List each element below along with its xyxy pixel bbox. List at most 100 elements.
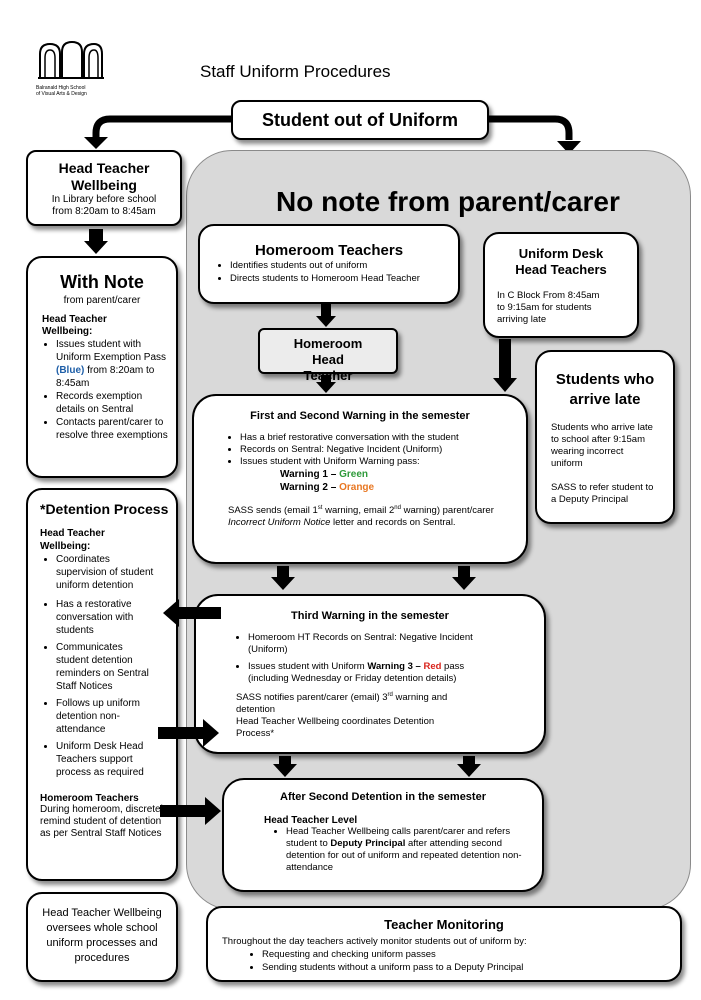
homeroom-teachers-title: Homeroom Teachers: [254, 242, 404, 259]
ht-wellbeing-line1: In Library before school: [51, 194, 157, 205]
list-item: Has a restorative conversation with stud…: [56, 598, 156, 637]
third-sass-text: SASS notifies parent/carer (email) 3rd w…: [236, 689, 464, 716]
with-note-subtitle: from parent/carer: [63, 295, 141, 306]
arrive-late-text1: Students who arrive late to school after…: [551, 422, 653, 469]
warning-1-color: Green: [339, 469, 368, 480]
list-item-text: after attending second detention for out…: [286, 838, 522, 873]
arrow-head-ht: [316, 382, 336, 393]
sass-text: warning and detention: [236, 692, 448, 716]
third-warning-title: Third Warning in the semester: [291, 610, 449, 622]
list-item-text: Issues student with Uniform Exemption Pa…: [56, 339, 167, 363]
detention-list: Coordinates supervision of student unifo…: [40, 553, 156, 779]
warning-3-color: Red: [423, 661, 442, 672]
list-item: Sending students without a uniform pass …: [262, 961, 680, 974]
list-item-text: Head Teacher Wellbeing calls parent/care…: [286, 826, 511, 849]
third-list: Homeroom HT Records on Sentral: Negative…: [232, 632, 484, 685]
detention-process-box: *Detention Process Head Teacher Wellbein…: [26, 488, 178, 881]
with-note-heading: Head Teacher Wellbeing:: [42, 314, 107, 337]
teacher-monitoring-title: Teacher Monitoring: [384, 917, 504, 932]
homeroom-teachers-text: During homeroom, discretely remind stude…: [40, 804, 168, 839]
ht-wellbeing-line2: from 8:20am to 8:45am: [52, 206, 156, 217]
uniform-desk-title: Uniform Desk Head Teachers: [515, 246, 607, 277]
arrive-late-box: Students who arrive late Students who ar…: [535, 350, 675, 524]
arrow-desk-to-first: [499, 339, 511, 379]
first-second-warning-box: First and Second Warning in the semester…: [192, 394, 528, 564]
list-item-text: Issues student with Uniform: [248, 661, 368, 672]
arrow-detention-to-third: [158, 719, 219, 747]
list-item: Issues student with Uniform Warning 3 – …: [248, 661, 484, 685]
arrow-head-third-left: [273, 764, 297, 777]
list-item: Follows up uniform detention non-attenda…: [56, 697, 156, 736]
list-item: Uniform Desk Head Teachers support proce…: [56, 740, 156, 779]
arrow-head-homeroom: [316, 316, 336, 327]
oversees-text: Head Teacher Wellbeing oversees whole sc…: [42, 907, 162, 964]
homeroom-head-teacher-box: Homeroom Head Teacher: [258, 328, 398, 383]
list-item: Records exemption details on Sentral: [56, 390, 168, 416]
arrive-late-title: Students who arrive late: [555, 371, 655, 408]
homeroom-teachers-heading: Homeroom Teachers: [40, 793, 139, 804]
list-item: Directs students to Homeroom Head Teache…: [230, 272, 458, 285]
deputy-principal-label: Deputy Principal: [330, 838, 406, 849]
arrive-late-text2: SASS to refer student to a Deputy Princi…: [551, 482, 654, 505]
ordinal-rd: rd: [387, 692, 393, 698]
teacher-monitoring-list: Requesting and checking uniform passes S…: [246, 948, 680, 974]
ordinal-st: st: [317, 505, 323, 511]
with-note-title: With Note: [60, 272, 144, 292]
first-second-sass-text: SASS sends (email 1st warning, email 2nd…: [228, 502, 508, 529]
third-warning-box: Third Warning in the semester Homeroom H…: [194, 594, 546, 754]
arrow-head-first-left: [271, 577, 295, 590]
arrow-wellbeing-to-note: [89, 229, 103, 242]
homeroom-head-teacher-label: Homeroom Head Teacher: [293, 336, 363, 383]
with-note-list: Issues student with Uniform Exemption Pa…: [40, 338, 168, 442]
logo-arches-icon: [38, 40, 104, 79]
detention-title: *Detention Process: [40, 501, 169, 517]
list-item: Identifies students out of uniform: [230, 259, 458, 272]
arrow-head-first-right: [452, 577, 476, 590]
third-coord-text: Head Teacher Wellbeing coordinates Deten…: [236, 716, 435, 740]
warning-2-color: Orange: [339, 482, 375, 493]
after-second-list: Head Teacher Wellbeing calls parent/care…: [270, 826, 522, 874]
homeroom-teachers-box: Homeroom Teachers Identifies students ou…: [198, 224, 460, 304]
school-logo: Balranald High School of Visual Arts & D…: [36, 40, 106, 97]
arrow-third-to-detention: [163, 599, 221, 627]
sass-text: warning) parent/carer: [400, 505, 494, 517]
head-teacher-level: Head Teacher Level: [264, 815, 358, 826]
teacher-monitoring-box: Teacher Monitoring Throughout the day te…: [206, 906, 682, 982]
incorrect-uniform-notice: Incorrect Uniform Notice: [228, 517, 331, 529]
student-out-of-uniform-box: Student out of Uniform: [231, 100, 489, 140]
list-item: Coordinates supervision of student unifo…: [56, 553, 156, 592]
first-second-title: First and Second Warning in the semester: [250, 410, 470, 422]
list-item: Contacts parent/carer to resolve three e…: [56, 416, 168, 442]
warning-1-label: Warning 1 –: [280, 469, 340, 480]
ht-wellbeing-box: Head Teacher Wellbeing In Library before…: [26, 150, 182, 226]
top-branch-arrows: [84, 115, 581, 154]
list-item: Communicates student detention reminders…: [56, 641, 156, 693]
arrow-head-wellbeing: [84, 241, 108, 254]
list-item: Homeroom HT Records on Sentral: Negative…: [248, 632, 484, 656]
arrow-homeroom-to-ht: [321, 304, 331, 317]
page-title: Staff Uniform Procedures: [200, 62, 391, 81]
ordinal-nd: nd: [394, 505, 401, 511]
with-note-box: With Note from parent/carer Head Teacher…: [26, 256, 178, 478]
logo-line-1: Balranald High School: [36, 85, 86, 91]
sass-text: letter and records on Sentral.: [330, 517, 456, 529]
arrow-ht-to-first: [321, 375, 331, 383]
blue-pass-label: (Blue): [56, 365, 85, 376]
list-item: Head Teacher Wellbeing calls parent/care…: [286, 826, 522, 874]
teacher-monitoring-intro: Throughout the day teachers actively mon…: [222, 936, 527, 947]
list-item-text: pass (including Wednesday or Friday dete…: [248, 661, 465, 684]
warning-2-label: Warning 2 –: [280, 482, 340, 493]
list-item-text: from 8:20am to 8:45am: [56, 365, 155, 389]
first-second-list: Has a brief restorative conversation wit…: [224, 432, 510, 468]
no-note-heading: No note from parent/carer: [276, 186, 620, 217]
arrow-third-to-after-left: [279, 756, 291, 765]
list-item: Issues student with Uniform Warning pass…: [240, 456, 510, 468]
homeroom-list: Identifies students out of uniform Direc…: [214, 259, 458, 285]
sass-text: SASS notifies parent/carer (email) 3: [236, 692, 388, 704]
oversees-box: Head Teacher Wellbeing oversees whole sc…: [26, 892, 178, 982]
arrow-third-to-after-right: [463, 756, 475, 765]
uniform-desk-box: Uniform Desk Head Teachers In C Block Fr…: [483, 232, 639, 338]
arrow-head-desk: [493, 378, 517, 392]
sass-text: warning, email 2: [322, 505, 395, 517]
ht-wellbeing-title: Head Teacher Wellbeing: [58, 160, 150, 193]
